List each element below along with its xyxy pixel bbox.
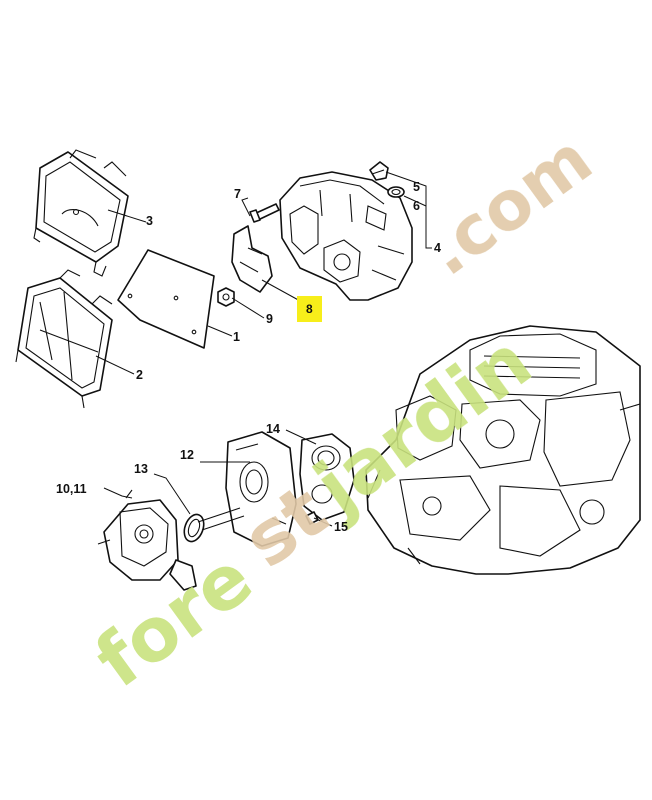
callout-2: 2	[136, 368, 143, 382]
part-10-11-carburetor	[97, 489, 197, 591]
callout-12: 12	[180, 448, 194, 462]
callout-3: 3	[146, 214, 153, 228]
part-9-nut	[217, 287, 235, 307]
callout-6: 6	[413, 199, 420, 213]
callout-4: 4	[434, 241, 441, 255]
part-2-filter-frame	[15, 269, 113, 409]
part-4-housing	[279, 171, 413, 301]
callout-13: 13	[134, 462, 148, 476]
callout-14: 14	[266, 422, 280, 436]
callout-10-11: 10,11	[56, 482, 87, 496]
callout-8-highlighted: 8	[297, 296, 322, 322]
part-3-filter-cover	[33, 149, 129, 277]
callout-1: 1	[233, 330, 240, 344]
part-12-flange	[197, 431, 297, 547]
part-13-ring	[183, 513, 205, 543]
part-7-screw	[249, 203, 280, 223]
callout-5: 5	[413, 180, 420, 194]
part-5-grommet	[369, 161, 389, 181]
callout-9: 9	[266, 312, 273, 326]
part-14-manifold	[299, 433, 355, 521]
callout-7: 7	[234, 187, 241, 201]
part-6-ring	[387, 186, 405, 198]
part-1-filter-element	[117, 249, 215, 349]
part-8-bracket	[231, 225, 273, 293]
leader-lines	[95, 171, 432, 527]
svg-text:.com: .com	[412, 120, 607, 292]
engine-block	[365, 325, 641, 575]
callout-15: 15	[334, 520, 348, 534]
